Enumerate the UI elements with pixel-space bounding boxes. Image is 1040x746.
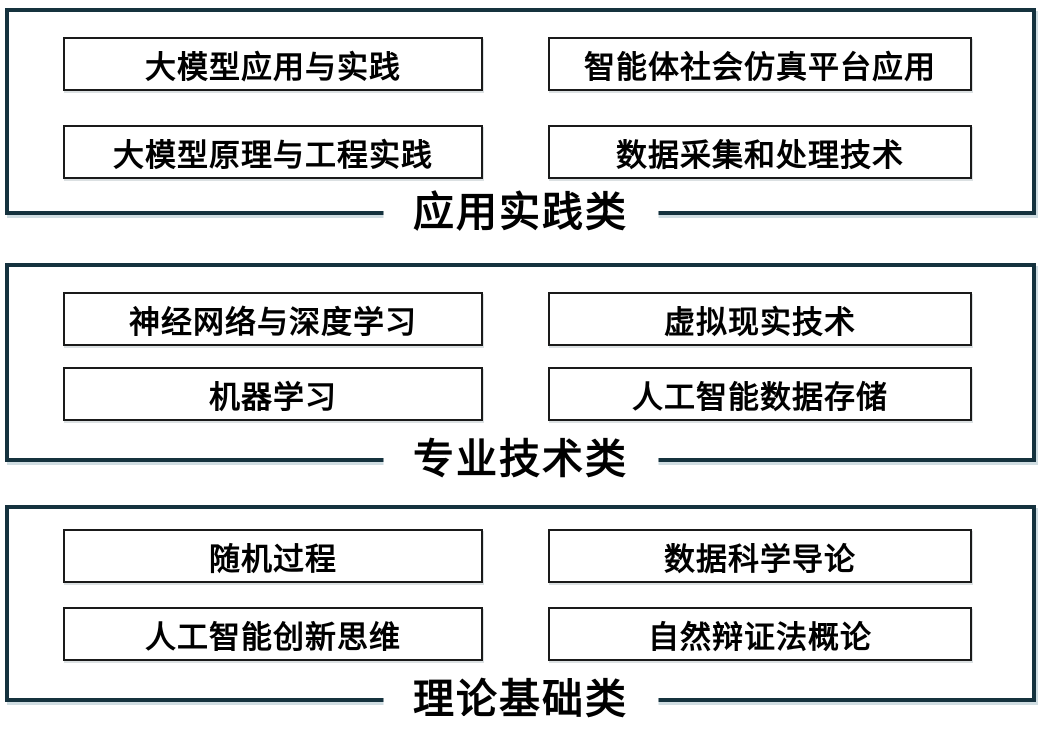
course-box: 自然辩证法概论 — [548, 607, 972, 661]
course-box: 虚拟现实技术 — [548, 292, 972, 346]
course-label: 数据科学导论 — [664, 541, 856, 577]
course-label: 机器学习 — [209, 379, 337, 415]
course-box: 随机过程 — [63, 529, 483, 583]
course-label: 智能体社会仿真平台应用 — [584, 49, 936, 85]
course-box: 神经网络与深度学习 — [63, 292, 483, 346]
group-title: 理论基础类 — [383, 678, 658, 722]
group-theoretical-foundation: 随机过程 数据科学导论 人工智能创新思维 自然辩证法概论 理论基础类 — [5, 505, 1036, 722]
group-applied-practice: 大模型应用与实践 智能体社会仿真平台应用 大模型原理与工程实践 数据采集和处理技… — [5, 8, 1036, 235]
course-label: 人工智能创新思维 — [145, 619, 401, 655]
course-label: 虚拟现实技术 — [664, 304, 856, 340]
group-professional-technology: 神经网络与深度学习 虚拟现实技术 机器学习 人工智能数据存储 专业技术类 — [5, 263, 1036, 482]
course-box: 大模型原理与工程实践 — [63, 125, 483, 179]
course-label: 大模型应用与实践 — [145, 49, 401, 85]
course-label: 大模型原理与工程实践 — [113, 137, 433, 173]
course-box: 智能体社会仿真平台应用 — [548, 37, 972, 91]
group-title: 应用实践类 — [383, 191, 658, 235]
course-box: 数据采集和处理技术 — [548, 125, 972, 179]
course-label: 自然辩证法概论 — [648, 619, 872, 655]
course-label: 神经网络与深度学习 — [129, 304, 417, 340]
course-box: 人工智能创新思维 — [63, 607, 483, 661]
course-box: 机器学习 — [63, 367, 483, 421]
group-title: 专业技术类 — [383, 438, 658, 482]
course-box: 大模型应用与实践 — [63, 37, 483, 91]
course-label: 随机过程 — [209, 541, 337, 577]
course-label: 人工智能数据存储 — [632, 379, 888, 415]
course-label: 数据采集和处理技术 — [616, 137, 904, 173]
course-box: 人工智能数据存储 — [548, 367, 972, 421]
course-box: 数据科学导论 — [548, 529, 972, 583]
